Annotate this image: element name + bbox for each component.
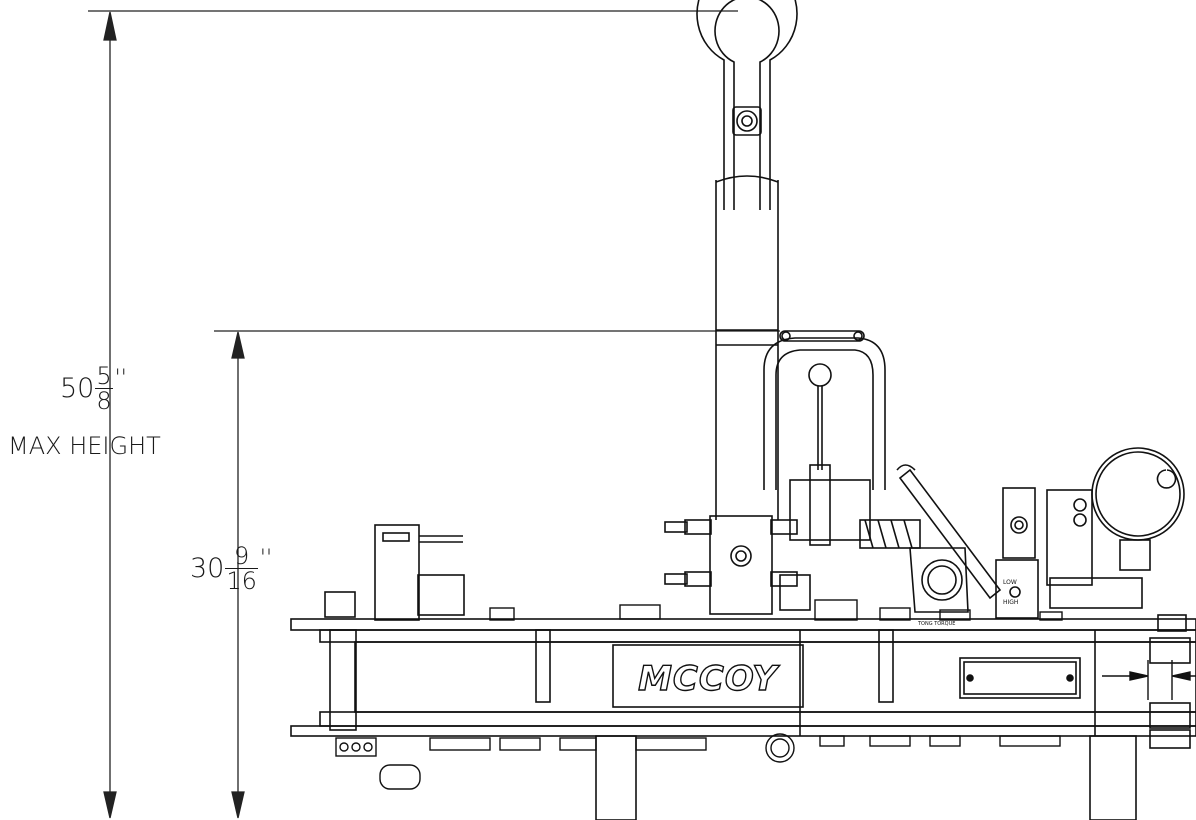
height-numerator: 9 (225, 544, 258, 569)
low-label: LOW (1003, 579, 1017, 586)
handle-guard (763, 330, 886, 546)
top-fittings (489, 599, 1063, 621)
height-whole: 30 (190, 553, 225, 584)
under-fittings (335, 733, 1061, 790)
height-denominator: 16 (226, 567, 257, 595)
lifting-bail (696, 0, 798, 210)
data-plate (959, 657, 1081, 699)
height-dimension (214, 330, 780, 819)
max-height-numerator: 5 (95, 362, 113, 390)
max-height-label: MAX HEIGHT (8, 432, 161, 460)
right-dim-arrows (1102, 660, 1196, 700)
tong-lever (859, 464, 1002, 600)
left-bracket (324, 524, 465, 621)
pressure-gauge (1046, 447, 1185, 609)
max-height-unit: '' (114, 365, 127, 391)
legs (595, 735, 1137, 820)
high-label: HIGH (1003, 599, 1018, 606)
height-unit: '' (259, 545, 273, 571)
torque-gauge (909, 547, 969, 613)
max-height-whole: 50 (60, 373, 95, 404)
mccoy-logo: MCCOY (638, 659, 780, 699)
max-height-dimension (88, 10, 738, 819)
max-height-denominator: 8 (96, 387, 112, 415)
range-valve (995, 487, 1039, 619)
tong-torque-label: TONG TORQUE (917, 621, 955, 627)
right-post (1149, 614, 1191, 749)
mccoy-logo-plate (612, 644, 804, 708)
main-frame (290, 618, 1196, 737)
mast-column (715, 175, 779, 520)
center-manifold (664, 515, 811, 615)
